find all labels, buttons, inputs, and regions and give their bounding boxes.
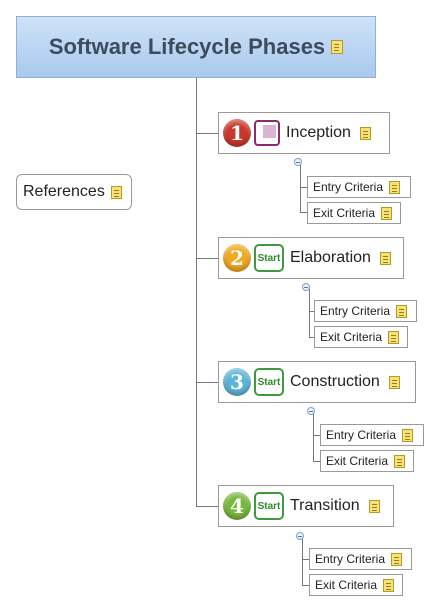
start-icon: Start [254,492,284,520]
subtopic-label: Exit Criteria [326,454,389,468]
task-icon [254,120,280,146]
sub-connector [302,538,303,585]
note-icon[interactable] [110,185,122,199]
subtopic-label: Entry Criteria [313,180,384,194]
note-icon[interactable] [389,180,401,194]
branch-connector-1 [196,133,218,134]
sub-connector [300,212,308,213]
collapse-toggle-4[interactable] [296,532,304,540]
phase-label: Inception [286,124,351,141]
collapse-toggle-1[interactable] [294,158,302,166]
note-icon[interactable] [388,375,400,389]
central-topic-title: Software Lifecycle Phases [48,34,326,59]
priority-1-icon: 1 [223,119,251,147]
priority-3-icon: 3 [223,368,251,396]
note-icon[interactable] [388,330,400,344]
sub-connector [309,337,315,338]
subtopic-entry-criteria[interactable]: Entry Criteria [320,424,424,446]
references-label: References [23,183,105,200]
sub-connector [309,289,310,337]
phase-topic-transition[interactable]: 4 Start Transition [218,485,394,527]
note-icon[interactable] [391,552,403,566]
branch-connector-3 [196,382,218,383]
references-topic[interactable]: References [16,174,132,210]
subtopic-label: Exit Criteria [315,578,378,592]
collapse-toggle-3[interactable] [307,407,315,415]
branch-connector-2 [196,258,218,259]
note-icon[interactable] [379,251,391,265]
subtopic-label: Exit Criteria [313,206,376,220]
sub-connector [300,164,301,212]
subtopic-exit-criteria[interactable]: Exit Criteria [307,202,401,224]
subtopic-label: Entry Criteria [326,428,397,442]
note-icon[interactable] [396,304,408,318]
subtopic-entry-criteria[interactable]: Entry Criteria [307,176,411,198]
note-icon[interactable] [383,578,395,592]
phase-topic-elaboration[interactable]: 2 Start Elaboration [218,237,404,279]
note-icon[interactable] [368,499,380,513]
sub-connector [313,461,321,462]
sub-connector [302,585,310,586]
phase-label: Transition [290,497,360,514]
priority-4-icon: 4 [223,492,251,520]
subtopic-entry-criteria[interactable]: Entry Criteria [314,300,417,322]
trunk-connector [196,78,197,506]
note-icon[interactable] [381,206,393,220]
central-topic[interactable]: Software Lifecycle Phases [16,16,376,78]
sub-connector [300,187,308,188]
sub-connector [313,413,314,461]
note-icon[interactable] [402,428,414,442]
start-icon: Start [254,244,284,272]
phase-topic-inception[interactable]: 1 Inception [218,112,390,154]
priority-2-icon: 2 [223,244,251,272]
sub-connector [309,311,315,312]
subtopic-entry-criteria[interactable]: Entry Criteria [309,548,412,570]
phase-topic-construction[interactable]: 3 Start Construction [218,361,416,403]
subtopic-label: Entry Criteria [315,552,386,566]
branch-connector-4 [196,506,218,507]
sub-connector [302,559,310,560]
collapse-toggle-2[interactable] [302,283,310,291]
sub-connector [313,435,321,436]
subtopic-exit-criteria[interactable]: Exit Criteria [314,326,408,348]
phase-label: Construction [290,373,380,390]
start-icon: Start [254,368,284,396]
subtopic-exit-criteria[interactable]: Exit Criteria [309,574,403,596]
note-icon[interactable] [359,126,371,140]
subtopic-label: Entry Criteria [320,304,391,318]
subtopic-label: Exit Criteria [320,330,383,344]
subtopic-exit-criteria[interactable]: Exit Criteria [320,450,414,472]
note-icon[interactable] [331,40,344,54]
note-icon[interactable] [394,454,406,468]
phase-label: Elaboration [290,249,371,266]
